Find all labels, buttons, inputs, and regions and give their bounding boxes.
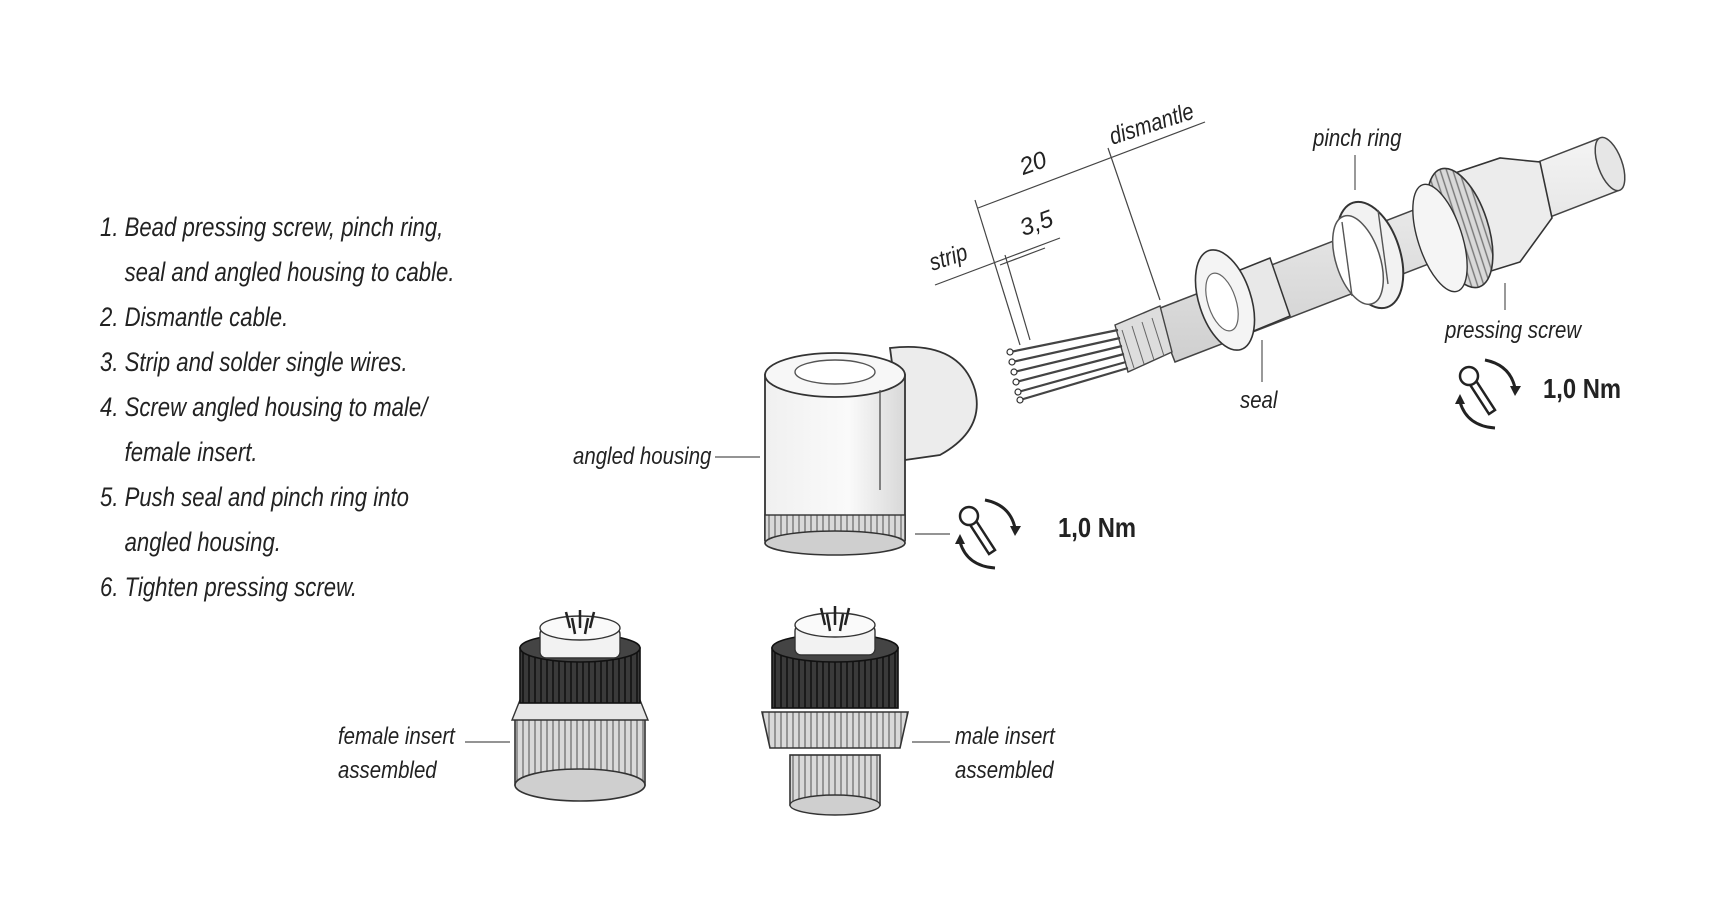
step-item: 4.Screw angled housing to male/	[100, 385, 454, 430]
step-text: Bead pressing screw, pinch ring,	[124, 212, 444, 242]
step-item: 6.Tighten pressing screw.	[100, 565, 454, 610]
step-text: Push seal and pinch ring into	[124, 482, 409, 512]
label-pinch-ring: pinch ring	[1313, 125, 1402, 152]
step-number: 5.	[100, 482, 119, 512]
wrench-rotate-icon	[955, 498, 1021, 570]
step-number: 3.	[100, 347, 119, 377]
torque-housing: 1,0 Nm	[1058, 512, 1137, 543]
pressing-screw-part	[1412, 157, 1553, 293]
single-wires	[1009, 328, 1129, 402]
step-text: Tighten pressing screw.	[124, 572, 357, 602]
step-text: angled housing.	[124, 527, 281, 557]
label-female-insert: female insert	[338, 723, 455, 750]
step-text: female insert.	[124, 437, 258, 467]
step-number: 4.	[100, 392, 119, 422]
step-item: angled housing.	[100, 520, 454, 565]
step-item: 2.Dismantle cable.	[100, 295, 454, 340]
label-male-insert: male insert	[955, 723, 1055, 750]
step-number: 1.	[100, 212, 119, 242]
step-item: 3.Strip and solder single wires.	[100, 340, 454, 385]
step-number: 2.	[100, 302, 119, 332]
step-item: 1.Bead pressing screw, pinch ring,	[100, 205, 454, 250]
label-female-assembled: assembled	[338, 757, 437, 784]
cable-assembly	[934, 121, 1626, 404]
step-text: Strip and solder single wires.	[124, 347, 408, 377]
pinch-ring-part	[1331, 200, 1405, 310]
torque-pressing-screw: 1,0 Nm	[1543, 373, 1622, 404]
assembly-steps: 1.Bead pressing screw, pinch ring, seal a…	[100, 205, 454, 610]
seal-part	[1194, 249, 1291, 351]
wrench-rotate-icon	[1455, 358, 1521, 430]
step-item: 5.Push seal and pinch ring into	[100, 475, 454, 520]
step-item: female insert.	[100, 430, 454, 475]
label-male-assembled: assembled	[955, 757, 1054, 784]
angled-housing-part	[715, 346, 978, 556]
step-text: Screw angled housing to male/	[124, 392, 428, 422]
label-seal: seal	[1240, 387, 1278, 414]
step-text: seal and angled housing to cable.	[124, 257, 455, 287]
label-pressing-screw: pressing screw	[1445, 317, 1582, 344]
male-insert-part	[761, 606, 950, 816]
label-angled-housing: angled housing	[573, 443, 712, 470]
step-number: 6.	[100, 572, 119, 602]
female-insert-part	[465, 610, 650, 802]
step-item: seal and angled housing to cable.	[100, 250, 455, 295]
step-text: Dismantle cable.	[124, 302, 289, 332]
